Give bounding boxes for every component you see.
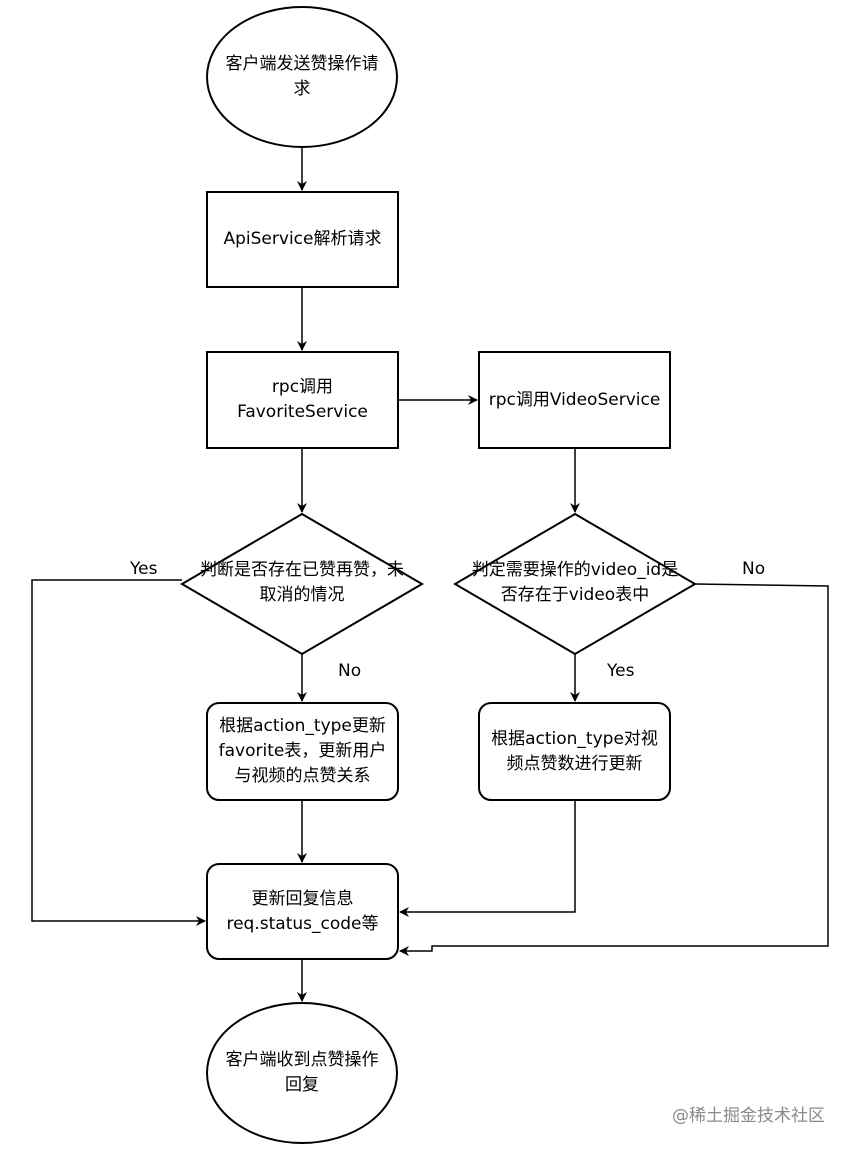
start-label: 客户端发送赞操作请 求 — [225, 54, 379, 99]
edge-label-video-yes: Yes — [607, 661, 635, 681]
rpc-video-box — [478, 351, 671, 449]
edge-checkdup-yes — [31, 579, 206, 926]
update-count-label: 根据action_type对视 频点赞数进行更新 — [491, 728, 658, 774]
reply-label: 更新回复信息 req.status_code等 — [226, 888, 379, 934]
watermark: @稀土掘金技术社区 — [672, 1106, 825, 1126]
edge-label-dup-no: No — [338, 661, 362, 681]
rpc-favorite-box — [206, 351, 399, 449]
check-dup-label: 判断是否存在已赞再赞，未 取消的情况 — [200, 560, 404, 605]
api-label: ApiService解析请求 — [223, 229, 382, 249]
end-label: 客户端收到点赞操作 回复 — [225, 1050, 379, 1095]
end-ellipse — [206, 1002, 398, 1144]
update-favorite-label: 根据action_type更新 favorite表，更新用户 与视频的点赞关系 — [218, 716, 387, 786]
edge-checkvideo-no — [399, 583, 829, 956]
api-box — [206, 191, 399, 288]
edge-label-video-no: No — [742, 559, 766, 579]
edge-updatecount-reply — [399, 800, 576, 917]
edge-label-dup-yes: Yes — [130, 559, 158, 579]
rpc-favorite-label: rpc调用 FavoriteService — [237, 377, 368, 422]
check-video-label: 判定需要操作的video_id是 否存在于video表中 — [471, 560, 679, 605]
rpc-video-label: rpc调用VideoService — [488, 389, 661, 410]
